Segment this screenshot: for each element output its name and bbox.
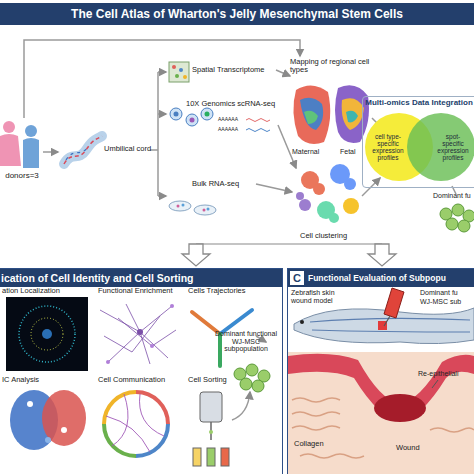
text-label: IC Analysis: [2, 376, 62, 384]
text-label: Re-epitheliali: [418, 370, 474, 378]
text-label: Collagen: [294, 440, 338, 448]
panel-heading: ication of Cell Identity and Cell Sortin…: [1, 272, 194, 284]
text-label: Dominant functional WJ-MSC subpopulation: [212, 330, 280, 353]
text-label: Spatial Transcriptome: [192, 66, 278, 74]
group-box: Multi-omics Data Integration cell type-sp…: [362, 96, 474, 188]
panel-letter: C: [290, 271, 304, 285]
text-label: Functional Enrichment: [98, 287, 184, 295]
text-label: Dominant fu: [420, 289, 472, 297]
circle-text: cell type-specific expression profiles: [371, 133, 405, 162]
text-label: Cell Communication: [98, 376, 182, 384]
text-label: Umbilical cord: [104, 145, 158, 153]
header-band: ication of Cell Identity and Cell Sortin…: [0, 269, 282, 287]
text-label: AAAAAA: [218, 117, 248, 123]
text-label: Bulk RNA-seq: [192, 180, 252, 188]
text-label: ation Localization: [2, 287, 92, 295]
panel-box: ication of Cell Identity and Cell Sortin…: [0, 268, 283, 474]
text-label: Wound: [396, 444, 432, 452]
header-band: C Functional Evaluation of Subpopu: [288, 269, 474, 287]
text-label: WJ-MSC sub: [420, 298, 472, 306]
venn-circle: spot-specific expression profiles: [407, 113, 474, 181]
text-label: Mapping of regional cell types: [290, 58, 374, 75]
text-label: Fetal: [340, 148, 370, 156]
text-label: donors=3: [0, 172, 44, 181]
text-label: 10X Genomics scRNA-seq: [186, 100, 284, 108]
text-label: Dominant fu: [433, 192, 474, 200]
circle-text: spot-specific expression profiles: [435, 133, 471, 162]
title-text: The Cell Atlas of Wharton's Jelly Mesenc…: [0, 3, 474, 25]
group-heading: Multi-omics Data Integration: [363, 99, 474, 108]
text-label: Zebrafish skin wound model: [291, 289, 355, 304]
text-label: AAAAAA: [218, 127, 248, 133]
panel-heading: Functional Evaluation of Subpopu: [308, 273, 446, 283]
text-label: Cells Trajectories: [188, 287, 264, 295]
text-label: Maternal: [292, 148, 332, 156]
text-label: Cell Sorting: [188, 376, 248, 384]
text-label: Cell clustering: [300, 232, 370, 240]
